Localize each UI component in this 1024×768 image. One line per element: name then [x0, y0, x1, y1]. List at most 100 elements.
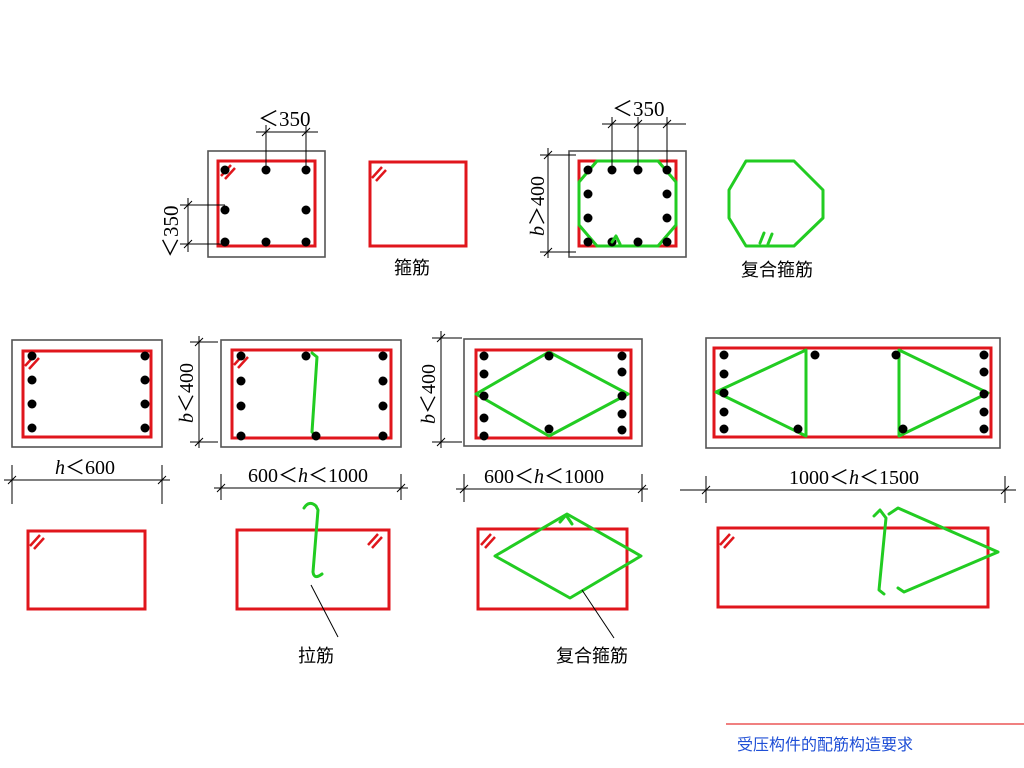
dim-label-1000-h-1500: 1000＜h＜1500 — [789, 467, 919, 489]
dimension-top — [602, 117, 686, 170]
composite-hook — [610, 234, 622, 246]
rebar — [662, 189, 672, 199]
rebar — [719, 350, 729, 360]
dimension-bottom — [4, 465, 170, 504]
composite-triangle-detail — [887, 506, 1000, 594]
rebar — [236, 431, 246, 441]
dim-label-lt350: ＜350 — [258, 107, 311, 131]
stirrup-rect — [21, 349, 153, 439]
rebar — [583, 189, 593, 199]
stirrup-detail-rect — [235, 528, 391, 611]
rebar — [27, 399, 37, 409]
section-wide-column: ＜350 b＞400 — [527, 97, 687, 258]
composite-triangle-right — [897, 348, 990, 438]
rebar — [979, 407, 989, 417]
dim-label-600-h-1000: 600＜h＜1000 — [248, 465, 368, 487]
rebar-group — [719, 350, 989, 434]
dimension-bottom — [214, 474, 408, 500]
rebar — [236, 376, 246, 386]
rebar — [301, 351, 311, 361]
rebar — [479, 431, 489, 441]
rebar — [979, 367, 989, 377]
rebar — [220, 165, 230, 175]
rebar-group — [236, 351, 388, 441]
rebar — [261, 237, 271, 247]
rebar-group — [479, 351, 627, 441]
dimension-side — [432, 331, 462, 448]
label-stirrup: 箍筋 — [394, 258, 430, 279]
section-h-lt600: h＜600 — [4, 339, 170, 611]
dim-label-600-h-1000: 600＜h＜1000 — [484, 466, 604, 488]
rebar — [662, 213, 672, 223]
concrete-outline — [705, 337, 1001, 449]
rebar — [810, 350, 820, 360]
concrete-outline — [463, 338, 643, 447]
rebar — [378, 376, 388, 386]
footer-title: 受压构件的配筋构造要求 — [737, 735, 913, 754]
composite-hook — [758, 231, 774, 246]
tie-bar-detail — [302, 501, 324, 579]
tie-leader-line — [310, 584, 339, 638]
stirrup-hook — [29, 534, 45, 550]
rebar — [719, 407, 729, 417]
section-small-column: ＜350 ＜350 — [159, 107, 326, 259]
dim-label-h-lt600: h＜600 — [55, 457, 115, 479]
concrete-outline — [568, 150, 687, 258]
concrete-outline — [220, 339, 402, 448]
rebar — [140, 399, 150, 409]
composite-diamond-stirrup — [474, 350, 630, 438]
rebar-group — [220, 165, 311, 247]
stirrup-hook — [367, 533, 383, 549]
composite-hook — [558, 513, 574, 526]
rebar — [140, 423, 150, 433]
rebar — [617, 367, 627, 377]
composite-octagon-stirrup — [577, 159, 678, 248]
label-composite-stirrup: 复合箍筋 — [556, 646, 628, 667]
stirrup-hook — [371, 166, 387, 182]
rebar — [479, 351, 489, 361]
tie-bar — [310, 351, 319, 438]
dim-label-b-lt400: b＜400 — [176, 363, 198, 423]
rebar — [979, 389, 989, 399]
rebar — [378, 431, 388, 441]
rebar — [662, 237, 672, 247]
rebar — [979, 350, 989, 360]
section-h-600-1000-tie: b＜400 600＜h＜1000 拉筋 — [176, 336, 408, 667]
dimension-bottom — [680, 476, 1016, 503]
rebar — [898, 424, 908, 434]
concrete-outline — [11, 339, 163, 448]
rebar — [311, 431, 321, 441]
composite-tie-detail — [872, 508, 888, 596]
rebar — [301, 205, 311, 215]
rebar — [27, 375, 37, 385]
rebar — [27, 351, 37, 361]
rebar — [378, 401, 388, 411]
rebar — [236, 351, 246, 361]
rebar — [719, 388, 729, 398]
dimension-side — [190, 336, 218, 448]
rebar — [719, 424, 729, 434]
stirrup-rect — [368, 160, 468, 248]
rebar — [140, 351, 150, 361]
stirrup-detail-rect — [476, 527, 629, 611]
rebar — [617, 351, 627, 361]
dimension-side — [540, 148, 576, 258]
rebar — [378, 351, 388, 361]
rebar — [583, 213, 593, 223]
rebar — [617, 425, 627, 435]
rebar — [236, 401, 246, 411]
label-composite-stirrup: 复合箍筋 — [741, 260, 813, 281]
rebar — [583, 237, 593, 247]
rebar — [891, 350, 901, 360]
dim-label-side-lt350: ＜350 — [159, 206, 183, 259]
section-h-1000-1500: 1000＜h＜1500 — [680, 337, 1016, 609]
rebar — [719, 369, 729, 379]
composite-stirrup-detail: 复合箍筋 — [727, 159, 825, 281]
stirrup-rect — [474, 348, 633, 440]
stirrup-hook — [719, 533, 735, 549]
stirrup-rect — [577, 159, 678, 248]
rebar-group — [27, 351, 150, 433]
stirrup-hook — [480, 533, 496, 549]
